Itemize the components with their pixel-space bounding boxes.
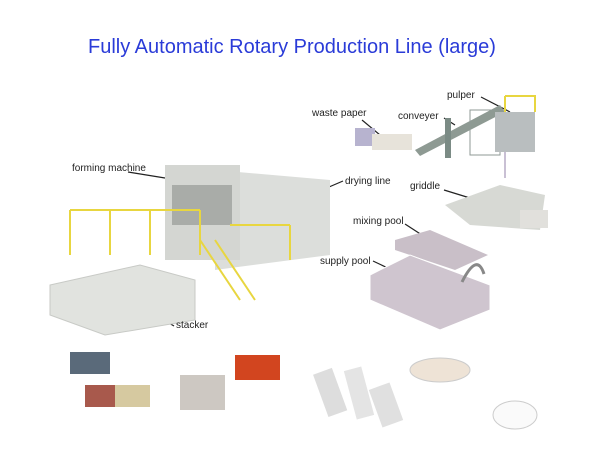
drying-line bbox=[215, 170, 330, 270]
label-conveyer: conveyer bbox=[398, 111, 439, 122]
stacker bbox=[49, 264, 196, 336]
forming-machine bbox=[165, 165, 240, 260]
supply-pool bbox=[369, 254, 491, 331]
yellow-railings bbox=[69, 209, 291, 301]
label-waste-paper: waste paper bbox=[312, 108, 367, 119]
label-griddle: griddle bbox=[410, 181, 441, 192]
label-mixing-pool: mixing pool bbox=[353, 216, 404, 227]
label-forming-machine: forming machine bbox=[72, 163, 146, 174]
label-drying-line: drying line bbox=[345, 176, 391, 187]
conveyer bbox=[415, 105, 505, 156]
diagram-title: Fully Automatic Rotary Production Line (… bbox=[88, 36, 496, 58]
label-pulper: pulper bbox=[447, 90, 475, 101]
product-samples bbox=[70, 352, 538, 430]
mixing-pool bbox=[395, 230, 488, 270]
label-supply-pool: supply pool bbox=[320, 256, 371, 267]
pulper bbox=[495, 95, 536, 152]
label-stacker: stacker bbox=[176, 320, 209, 331]
waste-paper-bales bbox=[355, 128, 412, 150]
